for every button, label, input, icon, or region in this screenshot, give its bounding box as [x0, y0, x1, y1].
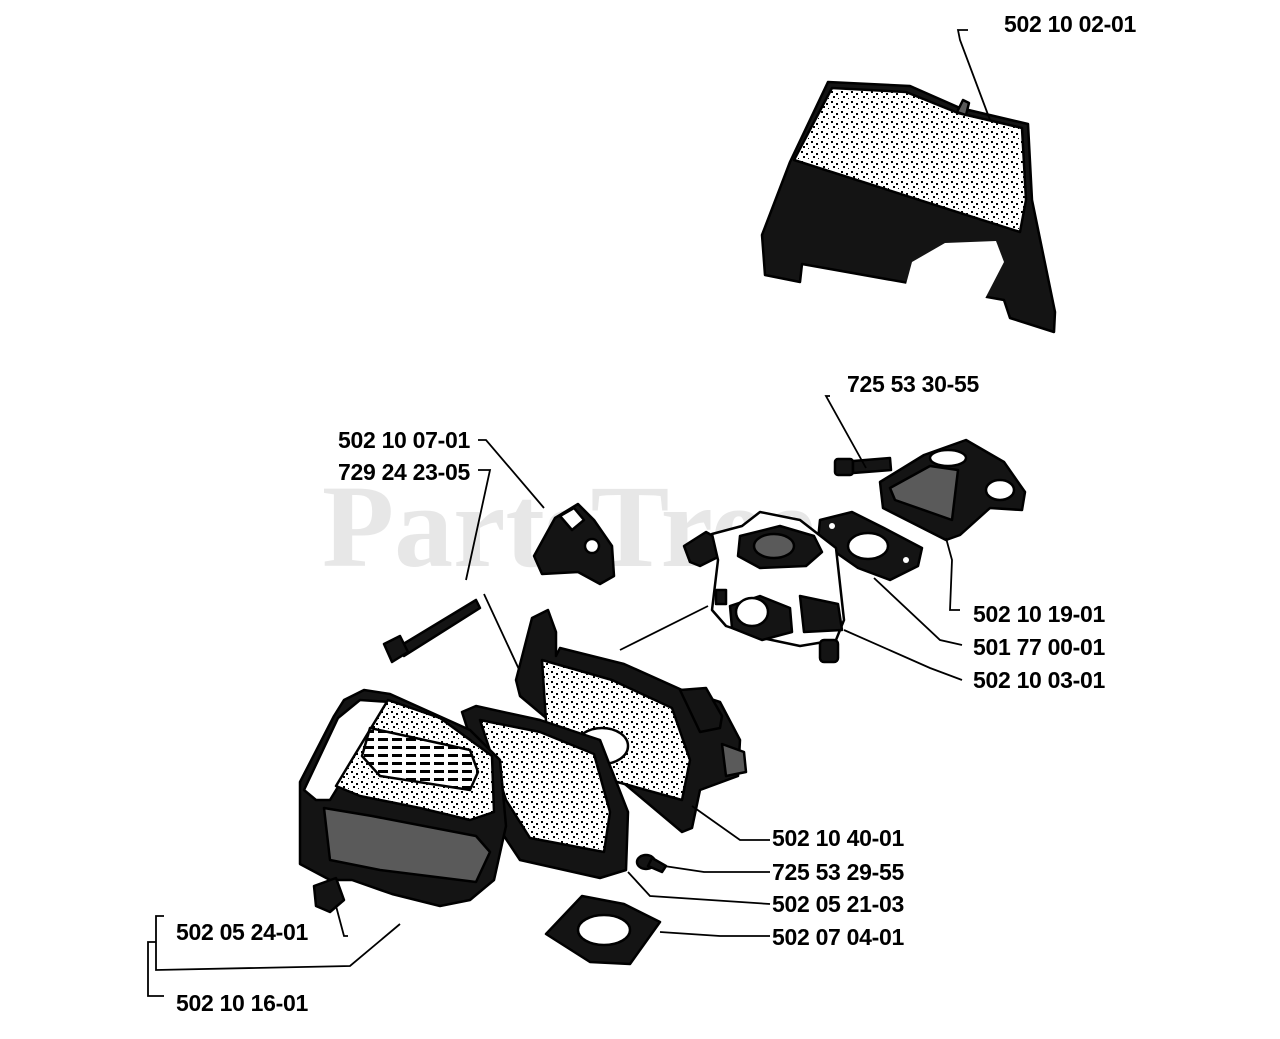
label-filter-holder: 502 10 40-01: [772, 825, 904, 851]
label-knob: 502 05 24-01: [176, 919, 308, 945]
filter-cover-part: [298, 688, 508, 908]
label-carburetor: 502 10 03-01: [973, 667, 1105, 693]
leader-screw-top: [824, 395, 867, 469]
label-air-filter: 502 05 21-03: [772, 891, 904, 917]
screw-small-part: [635, 853, 668, 874]
top-cover-part: [760, 80, 1057, 334]
label-choke-lever: 502 10 07-01: [338, 427, 470, 453]
label-intake-rubber: 502 07 04-01: [772, 924, 904, 950]
label-filter-cover-assembly: 502 10 16-01: [176, 990, 308, 1016]
choke-lever-part: [532, 502, 616, 586]
leader-knob: [335, 905, 348, 937]
screw-top-part: [833, 456, 893, 477]
leader-top-cover: [956, 29, 991, 121]
leader-cover-assembly-outer: [147, 941, 164, 997]
label-screw-top: 725 53 30-55: [847, 371, 979, 397]
label-top-cover: 502 10 02-01: [1004, 11, 1136, 37]
leader-air-filter: [627, 871, 771, 905]
leader-carburetor-axis: [619, 605, 709, 651]
intake-rubber-part: [544, 894, 662, 966]
leader-gasket: [873, 577, 963, 646]
leader-intake-rubber: [659, 931, 770, 937]
carburetor-part: [682, 510, 846, 664]
leader-cover-assembly: [155, 915, 401, 971]
label-intake-flange: 502 10 19-01: [973, 601, 1105, 627]
part-labels: 502 10 02-01 725 53 30-55 502 10 07-01 7…: [176, 11, 1137, 1016]
leader-carburetor: [843, 629, 963, 681]
label-long-bolt: 729 24 23-05: [338, 459, 470, 485]
leader-intake-flange: [945, 537, 960, 611]
leader-long-bolt: [465, 469, 492, 581]
intake-flange-part: [878, 438, 1027, 542]
leader-filter-holder: [691, 805, 770, 841]
long-bolt-part: [382, 598, 482, 664]
gasket-part: [816, 510, 924, 582]
leader-screw-small: [663, 865, 770, 873]
leader-choke-lever: [478, 439, 545, 509]
label-gasket: 501 77 00-01: [973, 634, 1105, 660]
label-screw-small: 725 53 29-55: [772, 859, 904, 885]
knob-part: [312, 876, 346, 914]
